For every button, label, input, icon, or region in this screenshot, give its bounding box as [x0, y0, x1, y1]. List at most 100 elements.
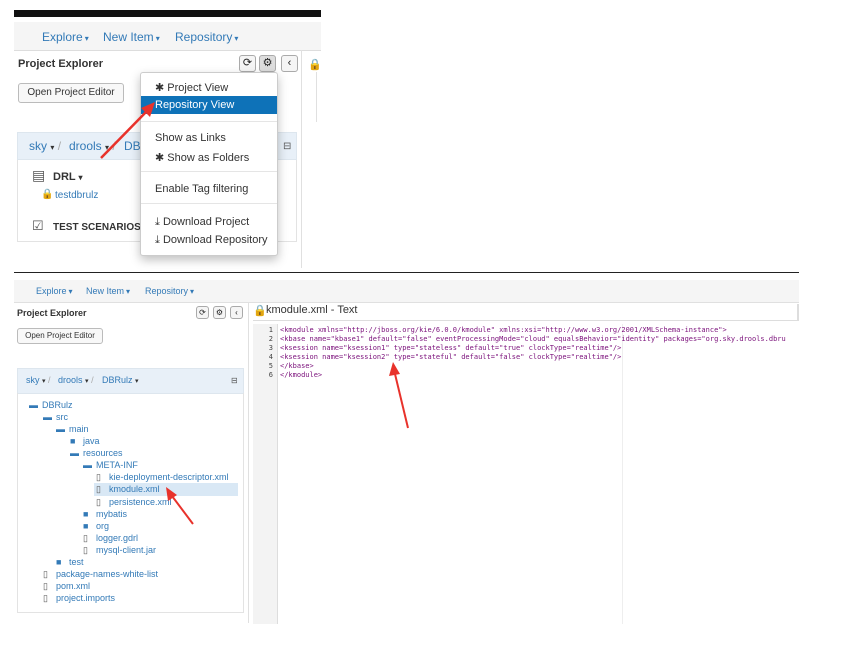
tree-folder-dbrulz[interactable]: ▬DBRulz: [29, 400, 73, 410]
folder-icon: ■: [83, 509, 89, 519]
menu-show-as-folders[interactable]: ✱ Show as Folders: [155, 152, 250, 164]
menu-download-repository[interactable]: ⤓ Download Repository: [155, 234, 268, 246]
code-line-3: <ksession name="ksession1" type="statele…: [280, 344, 622, 352]
refresh-icon[interactable]: ⟳: [239, 55, 256, 72]
line-number: 6: [268, 371, 273, 379]
folder-icon: ■: [83, 521, 89, 531]
line-number: 2: [268, 335, 273, 343]
nav-explore[interactable]: Explore▾: [42, 30, 89, 44]
breadcrumb-sky[interactable]: sky ▾ /: [29, 139, 62, 153]
repository-tree: ▬DBRulz ▬src ▬main ■java ▬resources ▬MET…: [17, 393, 244, 613]
file-icon: ▯: [43, 593, 48, 603]
menu-project-view[interactable]: ✱ Project View: [155, 82, 229, 94]
tree-file-kmodule-selected[interactable]: ▯kmodule.xml: [94, 483, 238, 496]
editor-title: kmodule.xml - Text: [266, 304, 358, 316]
folder-open-icon: ▬: [70, 448, 79, 458]
menu-active-highlight: [141, 96, 277, 114]
collapse-square-icon[interactable]: ⊟: [231, 376, 238, 385]
folder-icon: ■: [56, 557, 62, 567]
top-header-bar: [14, 10, 321, 17]
asterisk-icon: ✱: [155, 82, 165, 94]
menu-show-as-links[interactable]: Show as Links: [155, 132, 226, 144]
tree-folder-src[interactable]: ▬src: [43, 412, 68, 422]
menu-enable-tag-filtering[interactable]: Enable Tag filtering: [155, 183, 249, 195]
line-number: 5: [268, 362, 273, 370]
file-icon: ▯: [43, 569, 48, 579]
asterisk-icon: ✱: [155, 152, 165, 164]
print-margin: [622, 324, 623, 624]
bottom-header-line: [14, 272, 799, 273]
file-icon: ▯: [83, 533, 88, 543]
folder-icon: ■: [70, 436, 76, 446]
panel-divider: [301, 50, 302, 268]
line-number: 3: [268, 344, 273, 352]
collapse-left-icon[interactable]: ‹: [230, 306, 243, 319]
tree-file-pom[interactable]: ▯pom.xml: [43, 581, 91, 591]
breadcrumb-sky[interactable]: sky ▾ /: [26, 375, 51, 385]
download-icon: ⤓: [155, 216, 160, 228]
menu-download-project[interactable]: ⤓ Download Project: [155, 216, 250, 228]
line-number: 4: [268, 353, 273, 361]
tree-folder-meta-inf[interactable]: ▬META-INF: [83, 460, 138, 470]
tree-file-logger[interactable]: ▯logger.gdrl: [83, 533, 139, 543]
menu-divider: [141, 171, 277, 172]
section-drl[interactable]: DRL ▾: [53, 171, 83, 183]
code-line-6: </kmodule>: [280, 371, 323, 379]
drl-item-testdbrulz[interactable]: testdbrulz: [55, 190, 99, 201]
collapse-left-icon[interactable]: ‹: [281, 55, 298, 72]
breadcrumb: sky ▾ / drools ▾ / DBRulz ▾ ⊟: [17, 368, 244, 394]
bottom-navbar: Explore▾ New Item▾ Repository▾: [14, 280, 799, 303]
collapse-square-icon[interactable]: ⊟: [283, 141, 292, 152]
gear-icon[interactable]: ⚙: [259, 55, 276, 72]
check-document-icon: ☑: [32, 218, 44, 233]
folder-open-icon: ▬: [83, 460, 92, 470]
code-line-5: </kbase>: [280, 362, 314, 370]
panel-title: Project Explorer: [17, 308, 87, 318]
menu-divider: [141, 203, 277, 204]
right-edge: [797, 304, 799, 320]
document-icon: ▤: [32, 167, 46, 183]
nav-explore[interactable]: Explore▾: [36, 286, 73, 296]
panel-title: Project Explorer: [18, 58, 103, 70]
code-editor[interactable]: [253, 324, 800, 624]
editor-title-divider: [253, 320, 799, 321]
tree-file-kie-deployment-descriptor[interactable]: ▯kie-deployment-descriptor.xml: [96, 472, 229, 482]
lock-icon: 🔒: [308, 59, 322, 71]
nav-new-item[interactable]: New Item▾: [103, 30, 160, 44]
tree-folder-mybatis[interactable]: ■mybatis: [83, 509, 128, 519]
refresh-icon[interactable]: ⟳: [196, 306, 209, 319]
top-screenshot: Explore▾ New Item▾ Repository▾ 🔒 Project…: [0, 0, 845, 268]
code-line-4: <ksession name="ksession2" type="statefu…: [280, 353, 622, 361]
tree-file-mysql-client[interactable]: ▯mysql-client.jar: [83, 545, 157, 555]
tree-folder-resources[interactable]: ▬resources: [70, 448, 123, 458]
breadcrumb-dbrulz[interactable]: DBRulz ▾: [102, 375, 139, 385]
nav-repository[interactable]: Repository▾: [145, 286, 195, 296]
file-icon: ▯: [83, 545, 88, 555]
tree-file-persistence[interactable]: ▯persistence.xml: [96, 497, 172, 507]
breadcrumb-drools[interactable]: drools ▾ /: [58, 375, 94, 385]
folder-open-icon: ▬: [29, 400, 38, 410]
folder-open-icon: ▬: [56, 424, 65, 434]
code-line-1: <kmodule xmlns="http://jboss.org/kie/6.0…: [280, 326, 727, 334]
nav-new-item[interactable]: New Item▾: [86, 286, 131, 296]
top-navbar: Explore▾ New Item▾ Repository▾: [14, 22, 321, 51]
tree-file-package-names[interactable]: ▯package-names-white-list: [43, 569, 159, 579]
settings-dropdown-menu: ✱ Project View Repository View Show as L…: [140, 72, 278, 256]
tree-folder-test[interactable]: ■test: [56, 557, 84, 567]
code-line-2: <kbase name="kbase1" default="false" eve…: [280, 335, 786, 343]
file-icon: ▯: [43, 581, 48, 591]
section-test-scenarios[interactable]: TEST SCENARIOS: [53, 222, 141, 233]
open-project-editor-button[interactable]: Open Project Editor: [17, 328, 103, 344]
tree-folder-main[interactable]: ▬main: [56, 424, 89, 434]
menu-divider: [141, 121, 277, 122]
lock-icon: 🔒: [253, 305, 267, 317]
tree-folder-org[interactable]: ■org: [83, 521, 110, 531]
tree-file-project-imports[interactable]: ▯project.imports: [43, 593, 116, 603]
nav-repository[interactable]: Repository▾: [175, 30, 239, 44]
open-project-editor-button[interactable]: Open Project Editor: [18, 83, 124, 103]
panel-divider: [248, 303, 249, 623]
line-gutter: [253, 324, 278, 624]
tree-folder-java[interactable]: ■java: [70, 436, 100, 446]
gear-icon[interactable]: ⚙: [213, 306, 226, 319]
menu-repository-view[interactable]: Repository View: [155, 99, 235, 111]
